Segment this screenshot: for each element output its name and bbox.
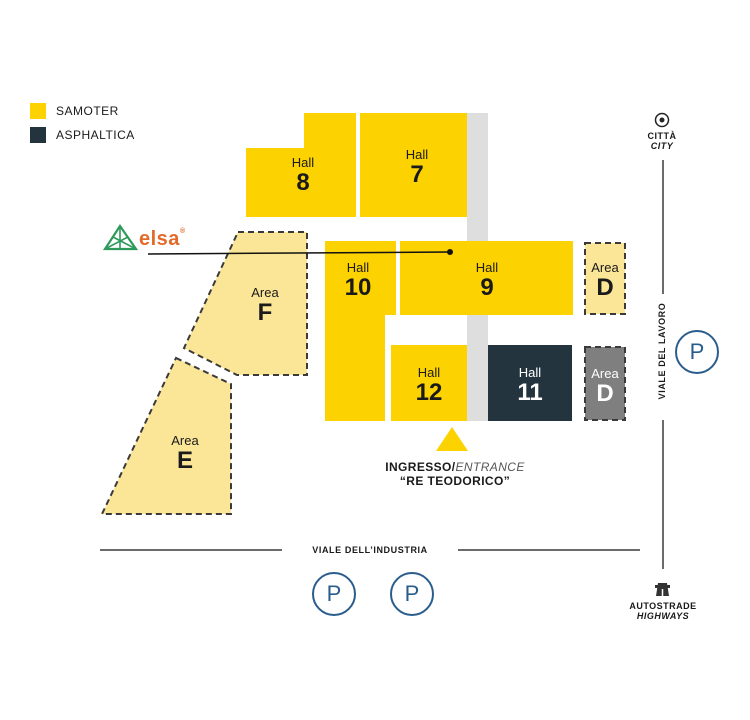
elsa-logo-text: elsa [139,228,180,250]
hall-9-label: Hall 9 [446,255,528,305]
entrance-name: “RE TEODORICO” [399,474,511,488]
legend-label-asphaltica: ASPHALTICA [56,128,135,142]
hall-9-shape[interactable] [400,241,573,315]
street-lavoro-label: VIALE DEL LAVORO [657,302,667,400]
hall-12-word: Hall [417,364,441,380]
hall-12-number: 12 [415,378,443,406]
exhibitor-pointer-line [147,251,451,255]
legend-item-samoter: SAMOTER [30,103,119,119]
area-f-letter: F [257,298,273,326]
hall-7-shape[interactable] [360,113,467,217]
highway-label: AUTOSTRADE HIGHWAYS [618,601,708,621]
legend-item-asphaltica: ASPHALTICA [30,127,135,143]
hall-10-label: Hall 10 [325,255,391,305]
hall-7-number: 7 [410,160,424,188]
area-d-top-label: Area D [585,255,625,305]
city-label: CITTÀ CITY [632,131,692,151]
hall-12-label: Hall 12 [391,360,467,410]
area-e-label: Area E [150,428,220,478]
area-d-top-letter: D [596,273,614,301]
hall-11-number: 11 [517,378,543,406]
hall-11-label: Hall 11 [488,360,572,410]
hall-10-shape[interactable] [325,241,396,421]
hall-7-label: Hall 7 [376,142,458,192]
parking-icon: P [675,330,719,374]
hall-11-word: Hall [518,364,542,380]
hall-7-word: Hall [405,146,429,162]
area-d-bottom-letter: D [596,379,614,407]
legend-label-samoter: SAMOTER [56,104,119,118]
city-label-en: CITY [650,141,674,151]
elsa-logo-registered: ® [179,228,186,235]
exhibitor-pointer-dot [447,249,453,255]
parking-icon: P [312,572,356,616]
entrance-word-it: INGRESSO/ [385,460,456,474]
hall-8-shape[interactable] [246,113,356,217]
hall-10-number: 10 [344,273,372,301]
highway-label-it: AUTOSTRADE [629,601,697,611]
street-industria-label: VIALE DELL’INDUSTRIA [312,545,428,555]
area-d-bottom-shape[interactable] [584,346,626,421]
area-f-shape[interactable] [182,231,308,376]
area-d-bottom-label: Area D [585,361,625,411]
hall-8-number: 8 [296,168,310,196]
elsa-triangle-icon [102,224,139,251]
area-e-shape[interactable] [100,356,232,515]
highway-icon [655,583,670,596]
elsa-logo: elsa® [139,228,186,251]
area-d-bottom-word: Area [591,365,619,381]
entrance-label: INGRESSO/ENTRANCE “RE TEODORICO” [350,460,560,488]
area-e-letter: E [176,446,193,474]
legend-swatch-samoter [30,103,46,119]
entrance-word-en: ENTRANCE [455,460,525,474]
hall-10-word: Hall [346,259,370,275]
hall-12-shape[interactable] [391,345,467,421]
city-target-icon [654,112,670,128]
parking-label: P [689,339,705,364]
area-d-top-shape[interactable] [584,242,626,315]
hall-11-shape[interactable] [488,345,572,421]
area-e-word: Area [171,432,199,448]
legend-swatch-asphaltica [30,127,46,143]
parking-icon: P [390,572,434,616]
hall-9-number: 9 [480,273,494,301]
hall-9-word: Hall [475,259,499,275]
city-label-it: CITTÀ [647,131,677,141]
area-f-word: Area [251,284,279,300]
area-f-label: Area F [230,280,300,330]
entrance-triangle-icon [436,427,468,451]
hall-8-label: Hall 8 [262,150,344,200]
parking-label: P [404,581,420,606]
parking-label: P [326,581,342,606]
area-d-top-word: Area [591,259,619,275]
highway-label-en: HIGHWAYS [636,611,690,621]
hall-8-word: Hall [291,154,315,170]
